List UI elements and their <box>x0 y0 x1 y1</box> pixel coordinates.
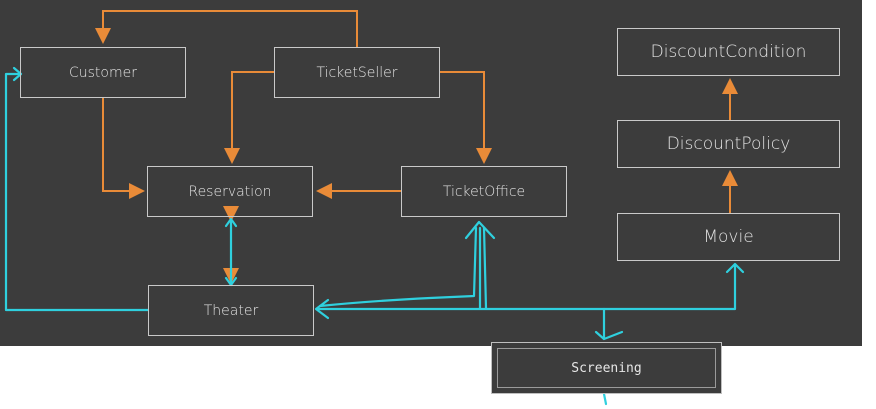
cyan-arrowhead-reservation <box>224 217 238 228</box>
node-screening: Screening <box>491 342 722 394</box>
node-reservation: Reservation <box>147 166 313 217</box>
arrow-ticketseller-to-reservation <box>224 71 274 164</box>
node-theater: Theater <box>148 285 314 336</box>
cyan-arrowhead-movie <box>725 262 745 274</box>
cyan-below-screening <box>602 392 608 406</box>
node-ticketoffice: TicketOffice <box>401 166 567 217</box>
diagram-canvas <box>0 0 862 346</box>
cyan-theater-to-customer <box>4 72 150 312</box>
node-movie: Movie <box>617 213 840 261</box>
arrow-ticketseller-to-ticketoffice <box>440 71 492 164</box>
cyan-arrowhead-ticketoffice <box>464 220 496 240</box>
arrow-customer-to-reservation <box>102 98 145 199</box>
cyan-arrowhead-screening <box>594 330 624 341</box>
node-discountcondition: DiscountCondition <box>617 28 840 76</box>
screening-inner-border <box>497 348 716 388</box>
node-customer: Customer <box>20 47 186 98</box>
cyan-ticketoffice-scribble <box>318 226 488 310</box>
node-discountpolicy: DiscountPolicy <box>617 120 840 168</box>
arrow-ticketseller-to-customer <box>95 10 358 47</box>
screening-label: Screening <box>571 360 642 376</box>
cyan-horizontal-line <box>316 263 737 311</box>
node-ticketseller: TicketSeller <box>274 47 440 98</box>
cyan-arrowhead-customer <box>12 66 23 82</box>
cyan-arrowhead-theater-left <box>314 298 330 320</box>
